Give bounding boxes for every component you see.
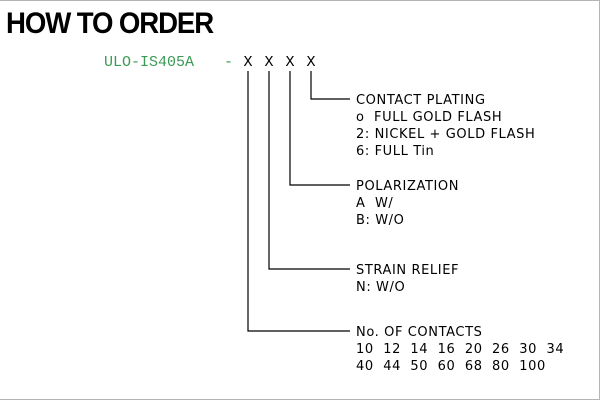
leader-contact-plating [310,71,350,100]
leader-polarization [289,71,350,186]
polarization-option-without: B: W/O [356,213,405,228]
no-of-contacts-values-row-2: 40 44 50 60 68 80 100 [356,359,546,374]
part-number-prefix: ULO-IS405A [104,54,195,71]
no-of-contacts-heading: No. OF CONTACTS [356,325,483,340]
strain-relief-option-without: N: W/O [356,280,406,295]
page-title: HOW TO ORDER [6,7,214,40]
contact-plating-option-nickel-gold: 2: NICKEL + GOLD FLASH [356,127,536,142]
polarization-option-with: A W/ [356,196,394,211]
slot-contact-plating: X [306,54,316,71]
contact-plating-heading: CONTACT PLATING [356,93,486,108]
leader-strain-relief [268,71,350,270]
slot-strain-relief: X [264,54,274,71]
no-of-contacts-values-row-1: 10 12 14 16 20 26 30 34 [356,342,565,357]
strain-relief-heading: STRAIN RELIEF [356,263,460,278]
slot-no-of-contacts: X [243,54,253,71]
leader-no-of-contacts [247,71,350,332]
contact-plating-option-full-gold: o FULL GOLD FLASH [356,110,503,125]
part-number-separator: - [224,54,234,71]
frame-top-border [0,0,600,1]
slot-polarization: X [285,54,295,71]
contact-plating-option-full-tin: 6: FULL Tin [356,144,435,159]
polarization-heading: POLARIZATION [356,179,460,194]
